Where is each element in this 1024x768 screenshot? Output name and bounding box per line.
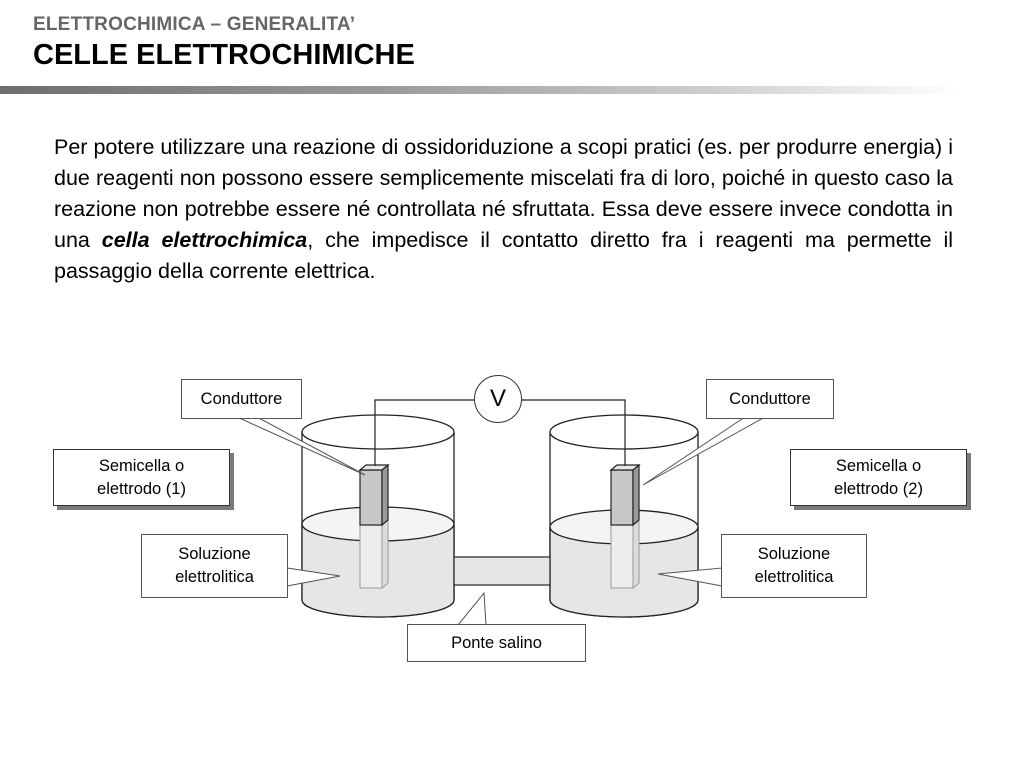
label-salt-bridge: Ponte salino <box>407 624 586 662</box>
slide-subtitle: ELETTROCHIMICA – GENERALITA’ <box>33 14 356 35</box>
label-conductor-left: Conduttore <box>181 379 302 419</box>
slide-title: CELLE ELETTROCHIMICHE <box>33 39 415 71</box>
paragraph-text-1: Per potere utilizzare una reazione di os… <box>54 135 953 252</box>
callout-pointer-conductor-right <box>642 416 767 486</box>
label-solution-right: Soluzione elettrolitica <box>721 534 867 598</box>
label-solution-left: Soluzione elettrolitica <box>141 534 288 598</box>
label-conductor-right: Conduttore <box>706 379 834 419</box>
callout-pointer-salt-bridge <box>456 591 487 626</box>
wire-right <box>522 399 626 466</box>
paragraph-emphasis: cella elettrochimica <box>101 228 308 252</box>
title-divider <box>0 86 960 94</box>
voltmeter: V <box>474 375 522 423</box>
electrode-left <box>358 463 390 590</box>
wire-left <box>374 399 474 466</box>
salt-bridge <box>453 556 551 586</box>
paragraph-text-2: , che impedisce il contatto diretto fra … <box>54 228 953 283</box>
label-halfcell-right: Semicella o elettrodo (2) <box>790 449 967 506</box>
intro-paragraph: Per potere utilizzare una reazione di os… <box>54 132 953 287</box>
callout-pointer-conductor-left <box>236 416 366 476</box>
label-halfcell-left: Semicella o elettrodo (1) <box>53 449 230 506</box>
electrode-right <box>609 463 641 590</box>
